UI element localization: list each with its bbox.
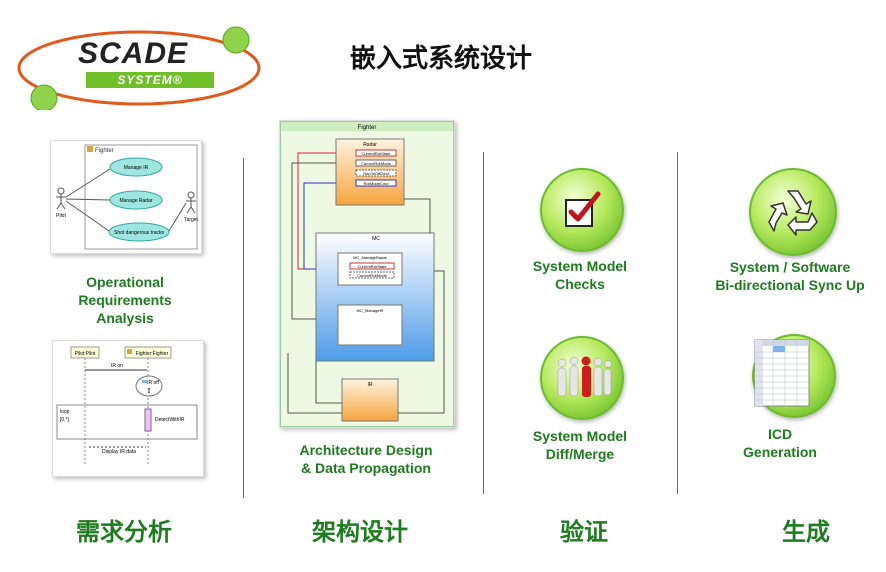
architecture-caption: Architecture Design & Data Propagation: [270, 441, 462, 477]
caption-line: Generation: [743, 444, 817, 460]
caption-line: Diff/Merge: [545, 446, 615, 462]
svg-text:CurrentRdrState: CurrentRdrState: [361, 151, 391, 156]
svg-text:IR off: IR off: [147, 380, 159, 386]
icd-circle: [752, 334, 836, 418]
logo-text: SCADE: [78, 37, 189, 70]
category-architecture: 架构设计: [312, 518, 408, 546]
sync-circle: [749, 168, 837, 256]
svg-text:Fighter: Fighter: [95, 148, 114, 154]
svg-text:RdrModeCmd: RdrModeCmd: [364, 181, 389, 186]
svg-text:Radar: Radar: [363, 142, 377, 148]
caption-line: Operational: [86, 274, 164, 290]
category-verification: 验证: [560, 518, 608, 546]
svg-text:DetectWithIR: DetectWithIR: [155, 417, 185, 423]
sequence-diagram: Pilot:Pilot Fighter:Fighter IR on IR off…: [52, 340, 204, 477]
svg-text:[0,*]: [0,*]: [60, 417, 70, 423]
svg-text:Pilot:Pilot: Pilot:Pilot: [75, 351, 96, 357]
svg-text:Fighter: Fighter: [358, 125, 377, 131]
sync-caption: System / Software Bi-directional Sync Up: [700, 258, 880, 294]
divider: [483, 152, 484, 494]
divider: [243, 158, 244, 498]
icd-caption: ICD Generation: [720, 425, 840, 461]
caption-line: ICD: [767, 426, 793, 442]
svg-text:Display IR data: Display IR data: [102, 449, 136, 455]
svg-text:Manage Radar: Manage Radar: [119, 198, 152, 204]
caption-line: System / Software: [729, 259, 851, 275]
page-title: 嵌入式系统设计: [350, 44, 533, 74]
svg-text:CurrentRdrMode: CurrentRdrMode: [361, 161, 392, 166]
svg-text:Shot dangerous tracks: Shot dangerous tracks: [114, 230, 165, 236]
architecture-diagram-graphic: Fighter Radar CurrentRdrState CurrentRdr…: [280, 121, 454, 427]
category-generation: 生成: [782, 518, 830, 546]
checkbox-icon: [565, 191, 601, 227]
svg-text:CurrentRdrState: CurrentRdrState: [357, 264, 387, 269]
diff-merge-circle: [540, 336, 624, 420]
svg-text:MC_ManageIR: MC_ManageIR: [357, 308, 384, 313]
architecture-diagram: Fighter Radar CurrentRdrState CurrentRdr…: [279, 120, 455, 428]
checks-circle: [540, 168, 624, 252]
spreadsheet-icon: [754, 339, 810, 407]
divider: [677, 152, 678, 494]
svg-text:Fighter:Fighter: Fighter:Fighter: [136, 351, 169, 357]
caption-line: Checks: [555, 276, 605, 292]
svg-text:Target: Target: [184, 217, 199, 223]
usecase-diagram-graphic: Fighter Manage IR Manage Radar Shot dang…: [56, 144, 199, 250]
svg-text:MC_ManageRadar: MC_ManageRadar: [353, 255, 387, 260]
svg-text:[]: []: [148, 388, 151, 394]
svg-text:Manage IR: Manage IR: [124, 165, 149, 171]
svg-text:CurrentRdrMode: CurrentRdrMode: [357, 273, 388, 278]
logo: [14, 26, 264, 112]
checks-caption: System Model Checks: [520, 257, 640, 293]
logo-swoosh-icon: [17, 26, 261, 112]
category-requirements: 需求分析: [76, 518, 172, 546]
svg-text:IR: IR: [368, 382, 373, 388]
caption-line: Analysis: [96, 310, 154, 326]
caption-line: & Data Propagation: [301, 460, 431, 476]
svg-text:Pilot: Pilot: [56, 213, 66, 219]
sequence-diagram-graphic: Pilot:Pilot Fighter:Fighter IR on IR off…: [56, 346, 198, 466]
caption-line: Bi-directional Sync Up: [715, 277, 865, 293]
caption-line: System Model: [532, 258, 628, 274]
caption-line: Requirements: [78, 292, 172, 308]
svg-text:MC: MC: [372, 236, 380, 242]
people-icon: [557, 356, 612, 397]
requirements-caption: Operational Requirements Analysis: [50, 273, 200, 327]
svg-text:IR on: IR on: [111, 363, 123, 369]
usecase-diagram: Fighter Manage IR Manage Radar Shot dang…: [50, 140, 202, 254]
logo-subtext: SYSTEM®: [86, 72, 214, 88]
svg-text:RdrOnOffCmd: RdrOnOffCmd: [363, 171, 389, 176]
recycle-icon: [768, 190, 818, 236]
svg-text:loop: loop: [60, 409, 70, 415]
caption-line: Architecture Design: [299, 442, 433, 458]
caption-line: System Model: [532, 428, 628, 444]
diff-merge-caption: System Model Diff/Merge: [520, 427, 640, 463]
